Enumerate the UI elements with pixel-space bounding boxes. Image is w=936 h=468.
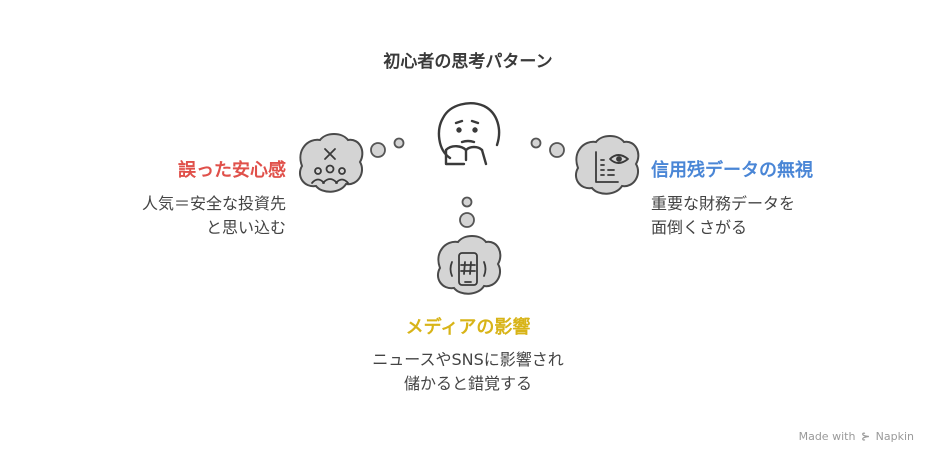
right-desc-line-2: 面倒くさがる — [651, 218, 748, 237]
smartphone-hashtag-icon — [436, 235, 502, 295]
left-node-heading: 誤った安心感 — [178, 160, 286, 181]
right-desc-line-1: 重要な財務データを — [651, 194, 796, 213]
bottom-node-description: ニュースやSNSに影響され 儲かると錯覚する — [0, 348, 936, 396]
right-node-heading: 信用残データの無視 — [651, 160, 813, 181]
thought-dots-right — [530, 137, 565, 158]
footer-brand: Napkin — [875, 430, 914, 443]
diagram-title: 初心者の思考パターン — [383, 52, 553, 72]
bottom-desc-line-2: 儲かると錯覚する — [403, 374, 532, 393]
made-with-napkin-link[interactable]: Made with ⊱ Napkin — [799, 430, 914, 443]
bottom-desc-line-1: ニュースやSNSに影響され — [372, 350, 564, 369]
napkin-logo-icon: ⊱ — [860, 430, 871, 443]
bottom-node-heading: メディアの影響 — [405, 317, 531, 338]
left-node-description: 人気＝安全な投資先 と思い込む — [142, 192, 286, 240]
thought-dots-left — [370, 137, 405, 158]
left-desc-line-2: と思い込む — [205, 218, 286, 237]
right-node-description: 重要な財務データを 面倒くさがる — [651, 192, 795, 240]
thinking-face-icon — [437, 102, 501, 166]
thought-dots-bottom — [459, 196, 475, 228]
footer-prefix: Made with — [798, 430, 856, 443]
left-desc-line-1: 人気＝安全な投資先 — [141, 194, 286, 213]
document-with-eye-icon — [574, 135, 640, 195]
crowd-with-x-icon — [298, 133, 364, 193]
